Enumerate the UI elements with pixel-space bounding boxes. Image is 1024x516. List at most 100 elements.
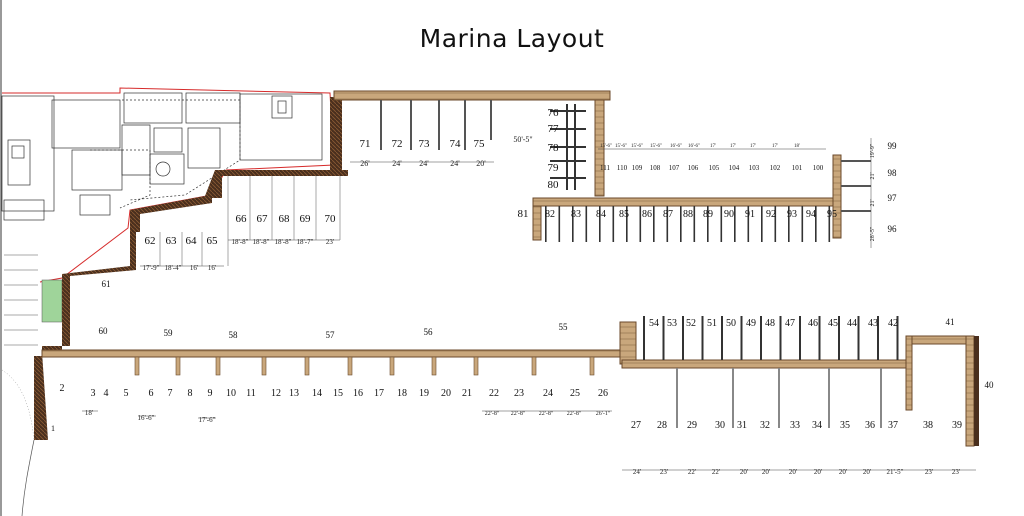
east-finger-10: [666, 206, 669, 242]
north-pier-fingers: [550, 104, 586, 190]
slip-61: 61: [102, 279, 111, 289]
dim-3: 18': [85, 409, 93, 417]
slip-106: 106: [688, 164, 699, 172]
dim-107: 16'-6": [670, 144, 682, 149]
slip-44: 44: [847, 318, 857, 329]
north-dock-fingers: [380, 100, 492, 150]
slip-71: 71: [360, 138, 371, 150]
slip-55: 55: [559, 322, 569, 332]
east-finger-19: [788, 206, 790, 242]
slip-81: 81: [518, 208, 529, 220]
slip-85: 85: [619, 209, 629, 220]
east-head-fingers: [841, 160, 871, 212]
slip-24: 24: [543, 388, 553, 399]
dim-72: 24': [392, 159, 402, 168]
dim-67: 18'-8": [253, 238, 270, 246]
slip-6: 6: [149, 388, 154, 399]
slip-41: 41: [946, 317, 955, 327]
slip-101: 101: [792, 164, 803, 172]
slip-50: 50: [726, 318, 736, 329]
east-dock: [532, 197, 834, 207]
slip-17: 17: [374, 388, 384, 399]
se-top-finger-14: [896, 316, 899, 360]
se-top-finger-6: [740, 316, 743, 360]
dim-30: 22': [712, 468, 720, 476]
southeast-dimensions: 24'23'22'22'20'20'20'20'20'20'21'-5"23'2…: [633, 468, 960, 476]
east-finger-13: [707, 206, 709, 242]
east-finger-1: [545, 206, 547, 242]
main-finger-10: [531, 356, 537, 376]
se-top-finger-13: [877, 316, 879, 360]
se-top-finger-5: [721, 316, 723, 360]
dim-62: 17'-9": [143, 264, 160, 272]
slip-46: 46: [808, 318, 818, 329]
east-finger-17: [761, 206, 763, 242]
slip-2: 2: [60, 383, 65, 394]
slip-43: 43: [868, 318, 878, 329]
se-top-finger-10: [818, 316, 821, 360]
dim-22: 22'-8": [485, 411, 500, 417]
se-bottom-finger-5: [880, 368, 882, 428]
east-finger-5: [599, 206, 601, 242]
dim-104: 17': [730, 144, 736, 149]
slip-45: 45: [828, 318, 838, 329]
slip-8: 8: [188, 388, 193, 399]
east-finger-3: [572, 206, 574, 242]
dim-25: 22'-8": [567, 411, 582, 417]
dimension-labels: 26' 24' 24' 24' 20' 50'-5" 18'-8" 18'-8"…: [85, 135, 876, 424]
dim-27: 24': [633, 468, 641, 476]
dim-36: 20': [863, 468, 871, 476]
dim-71: 26': [360, 159, 370, 168]
slip-108: 108: [650, 164, 661, 172]
slip-5: 5: [124, 388, 129, 399]
slip-29: 29: [687, 420, 697, 431]
slip-111: 111: [600, 164, 610, 172]
slip-58: 58: [229, 330, 239, 340]
slip-80: 80: [548, 179, 560, 191]
dim-108: 15'-6": [650, 144, 662, 149]
slip-82: 82: [545, 209, 555, 220]
slip-66: 66: [236, 213, 248, 225]
shoreline: [21, 439, 35, 516]
slip-68: 68: [279, 213, 291, 225]
slip-18: 18: [397, 388, 407, 399]
east-finger-21: [815, 206, 817, 242]
slip-83: 83: [571, 209, 581, 220]
slip-21: 21: [462, 388, 472, 399]
slip-57: 57: [326, 330, 336, 340]
slip-19: 19: [419, 388, 429, 399]
slip-104: 104: [729, 164, 740, 172]
east-finger-2: [558, 206, 561, 242]
slip-47: 47: [785, 318, 795, 329]
northeast-dimensions: 15'-6"15'-6"15'-6"15'-6"16'-6"16'-6"17'1…: [600, 144, 800, 149]
slip-33: 33: [790, 420, 800, 431]
upland-buildings: [1, 92, 323, 221]
main-finger-5: [304, 356, 310, 376]
slip-27: 27: [631, 420, 641, 431]
southeast-dock-fingers: [643, 316, 899, 428]
slip-40: 40: [985, 380, 995, 390]
dim-102: 17': [772, 144, 778, 149]
slip-74: 74: [450, 138, 462, 150]
dim-74: 24': [450, 159, 460, 168]
slip-110: 110: [617, 164, 628, 172]
slip-13: 13: [289, 388, 299, 399]
slip-91: 91: [745, 209, 755, 220]
slip-32: 32: [760, 420, 770, 431]
slip-37: 37: [888, 420, 898, 431]
dim-28: 23': [660, 468, 668, 476]
slip-97: 97: [888, 193, 898, 203]
slip-4: 4: [104, 388, 109, 399]
se-top-finger-12: [857, 316, 860, 360]
slip-90: 90: [724, 209, 734, 220]
slip-11: 11: [246, 388, 256, 399]
slip-77: 77: [548, 123, 560, 135]
gangway-platform: [619, 321, 637, 365]
slip-20: 20: [441, 388, 451, 399]
main-finger-7: [389, 356, 395, 376]
dim-64: 16': [190, 264, 198, 272]
slip-102: 102: [770, 164, 781, 172]
